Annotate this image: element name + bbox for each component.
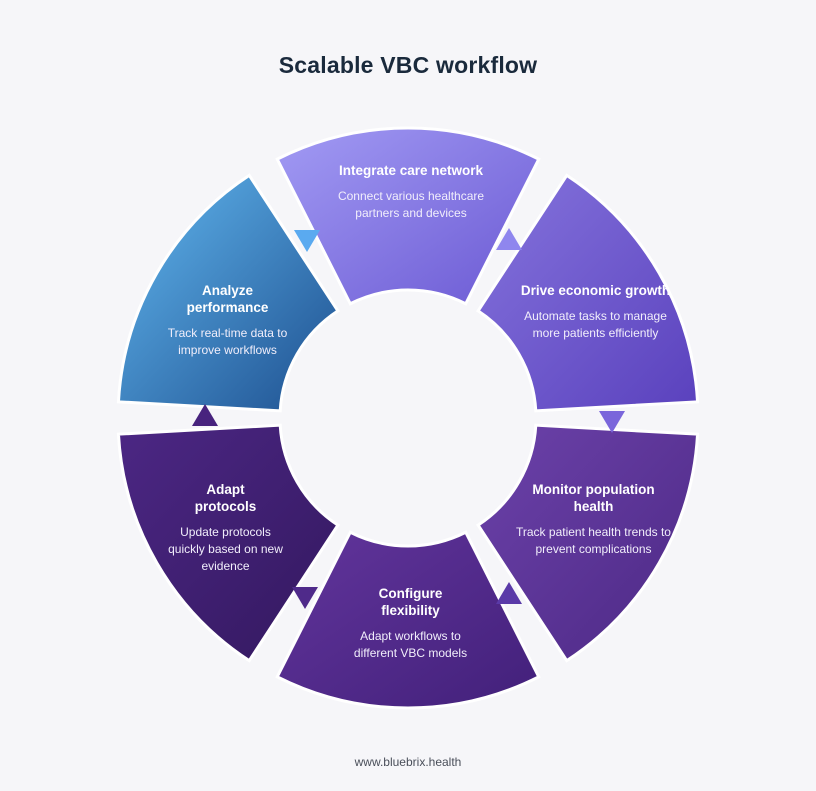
step-drive-economic-growth: Drive economic growth Automate tasks to …: [518, 282, 673, 342]
step-description: Update protocols quickly based on new ev…: [168, 525, 283, 573]
segment-monitor: [476, 423, 700, 663]
step-description: Automate tasks to manage more patients e…: [524, 309, 667, 340]
page-title: Scalable VBC workflow: [278, 52, 538, 78]
footer-url: www.bluebrix.health: [354, 755, 462, 769]
arrow-analyze-to-integrate-icon: [294, 230, 320, 252]
arrow-configure-to-adapt-icon: [292, 587, 318, 609]
step-title: Analyze performance: [186, 283, 269, 315]
arrow-monitor-to-configure-icon: [496, 582, 522, 604]
segment-analyze: [116, 173, 340, 413]
step-title: Drive economic growth: [520, 283, 671, 298]
step-title: Monitor population health: [532, 482, 655, 514]
segment-adapt: [116, 423, 340, 663]
segment-drive: [476, 173, 700, 413]
step-integrate-care-network: Integrate care network Connect various h…: [331, 162, 491, 222]
step-adapt-protocols: Adapt protocols Update protocols quickly…: [153, 481, 298, 575]
step-monitor-population-health: Monitor population health Track patient …: [511, 481, 676, 558]
step-title: Configure flexibility: [378, 586, 443, 618]
step-configure-flexibility: Configure flexibility Adapt workflows to…: [333, 585, 488, 662]
step-analyze-performance: Analyze performance Track real-time data…: [160, 282, 295, 359]
step-description: Track patient health trends to prevent c…: [516, 525, 671, 556]
step-title: Adapt protocols: [194, 482, 257, 514]
arrow-drive-to-monitor-icon: [599, 411, 625, 433]
step-title: Integrate care network: [338, 163, 484, 178]
step-description: Track real-time data to improve workflow…: [167, 326, 288, 357]
arrow-integrate-to-drive-icon: [496, 228, 522, 250]
segment-configure: [275, 530, 541, 710]
step-description: Adapt workflows to different VBC models: [353, 629, 468, 660]
arrow-adapt-to-analyze-icon: [192, 404, 218, 426]
segment-integrate: [275, 126, 541, 306]
step-description: Connect various healthcare partners and …: [337, 189, 485, 220]
